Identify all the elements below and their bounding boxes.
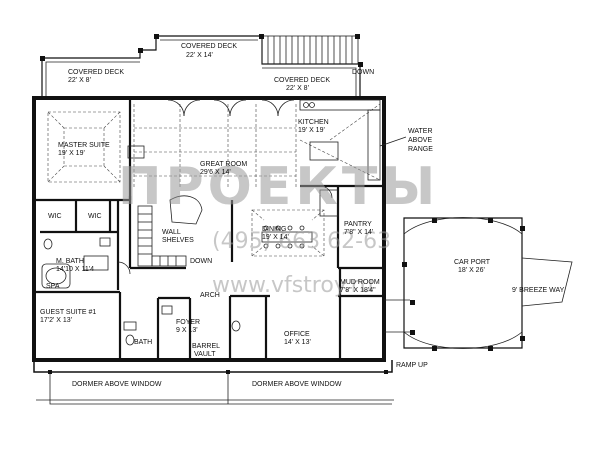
great-room-name: GREAT ROOM [200, 161, 247, 168]
water-label: WATER [408, 128, 433, 135]
watermark-site: www.vfstroy.ru [212, 273, 374, 298]
watermark-logo: ПРОЕКТЫ [118, 157, 439, 217]
covered-deck-left-dims: 22' X 8' [68, 77, 91, 84]
m-bath-dims: 14'10 X 11'4 [56, 266, 94, 273]
car-port-name: CAR PORT [454, 259, 491, 266]
wall-label: WALL [162, 229, 181, 236]
master-suite-dims: 19' X 19' [58, 150, 85, 157]
down-stair-label: DOWN [190, 258, 212, 265]
great-room-dims: 29'6 X 14' [200, 169, 231, 176]
vault-label: VAULT [194, 351, 216, 358]
covered-deck-top-name: COVERED DECK [181, 43, 237, 50]
car-port-dims: 18' X 26' [458, 267, 485, 274]
stairs [137, 195, 203, 267]
covered-deck-right-dims: 22' X 8' [286, 85, 309, 92]
watermark-phone: (495) 663 62-63 [212, 229, 391, 254]
interior-walls [34, 98, 384, 358]
bath-fixtures [41, 145, 241, 346]
master-suite-name: MASTER SUITE [58, 142, 110, 149]
m-bath-name: M. BATH [56, 258, 84, 265]
dining-dims: 19' X 14' [262, 234, 289, 241]
guest-suite-dims: 17'2' X 13' [40, 317, 72, 324]
bath-label: BATH [134, 339, 152, 346]
dormer-left-label: DORMER ABOVE WINDOW [72, 381, 162, 388]
pantry-dims: 7'8" X 14' [344, 229, 373, 236]
kitchen-counters [299, 99, 381, 217]
guest-suite-name: GUEST SUITE #1 [40, 309, 96, 316]
wic-right-label: WIC [88, 213, 102, 220]
shelves-label: SHELVES [162, 237, 194, 244]
kitchen-name: KITCHEN [298, 119, 329, 126]
range-label: RANGE [408, 146, 433, 153]
office-name: OFFICE [284, 331, 310, 338]
foyer-name: FOYER [176, 319, 200, 326]
deck-outline [40, 34, 363, 96]
mud-room-name: MUD ROOM [340, 279, 380, 286]
arch-label: ARCH [200, 292, 220, 299]
foyer-dims: 9 X 13' [176, 327, 198, 334]
barrel-label: BARREL [192, 343, 220, 350]
pantry-name: PANTRY [344, 221, 372, 228]
office-dims: 14' X 13' [284, 339, 311, 346]
watermark: ПРОЕКТЫ (495) 663 62-63 www.vfstroy.ru [118, 157, 439, 298]
breeze-way-label: 9' BREEZE WAY [512, 287, 565, 294]
car-port [384, 217, 573, 351]
down-deck-label: DOWN [352, 69, 374, 76]
room-labels: COVERED DECK 22' X 8' COVERED DECK 22' X… [40, 43, 565, 388]
covered-deck-top-dims: 22' X 14' [186, 52, 213, 59]
dining-name: DINING [262, 226, 287, 233]
covered-deck-left-name: COVERED DECK [68, 69, 124, 76]
covered-deck-right-name: COVERED DECK [274, 77, 330, 84]
main-walls [32, 96, 394, 405]
kitchen-dims: 19' X 19' [298, 127, 325, 134]
door-swings [117, 99, 333, 275]
wic-left-label: WIC [48, 213, 62, 220]
spa-label: SPA [46, 283, 60, 290]
ramp-up-label: RAMP UP [396, 362, 428, 369]
dormer-right-label: DORMER ABOVE WINDOW [252, 381, 342, 388]
dining-table [261, 225, 313, 249]
above-label: ABOVE [408, 137, 432, 144]
mud-room-dims: 7'8" X 18'4" [340, 287, 376, 294]
